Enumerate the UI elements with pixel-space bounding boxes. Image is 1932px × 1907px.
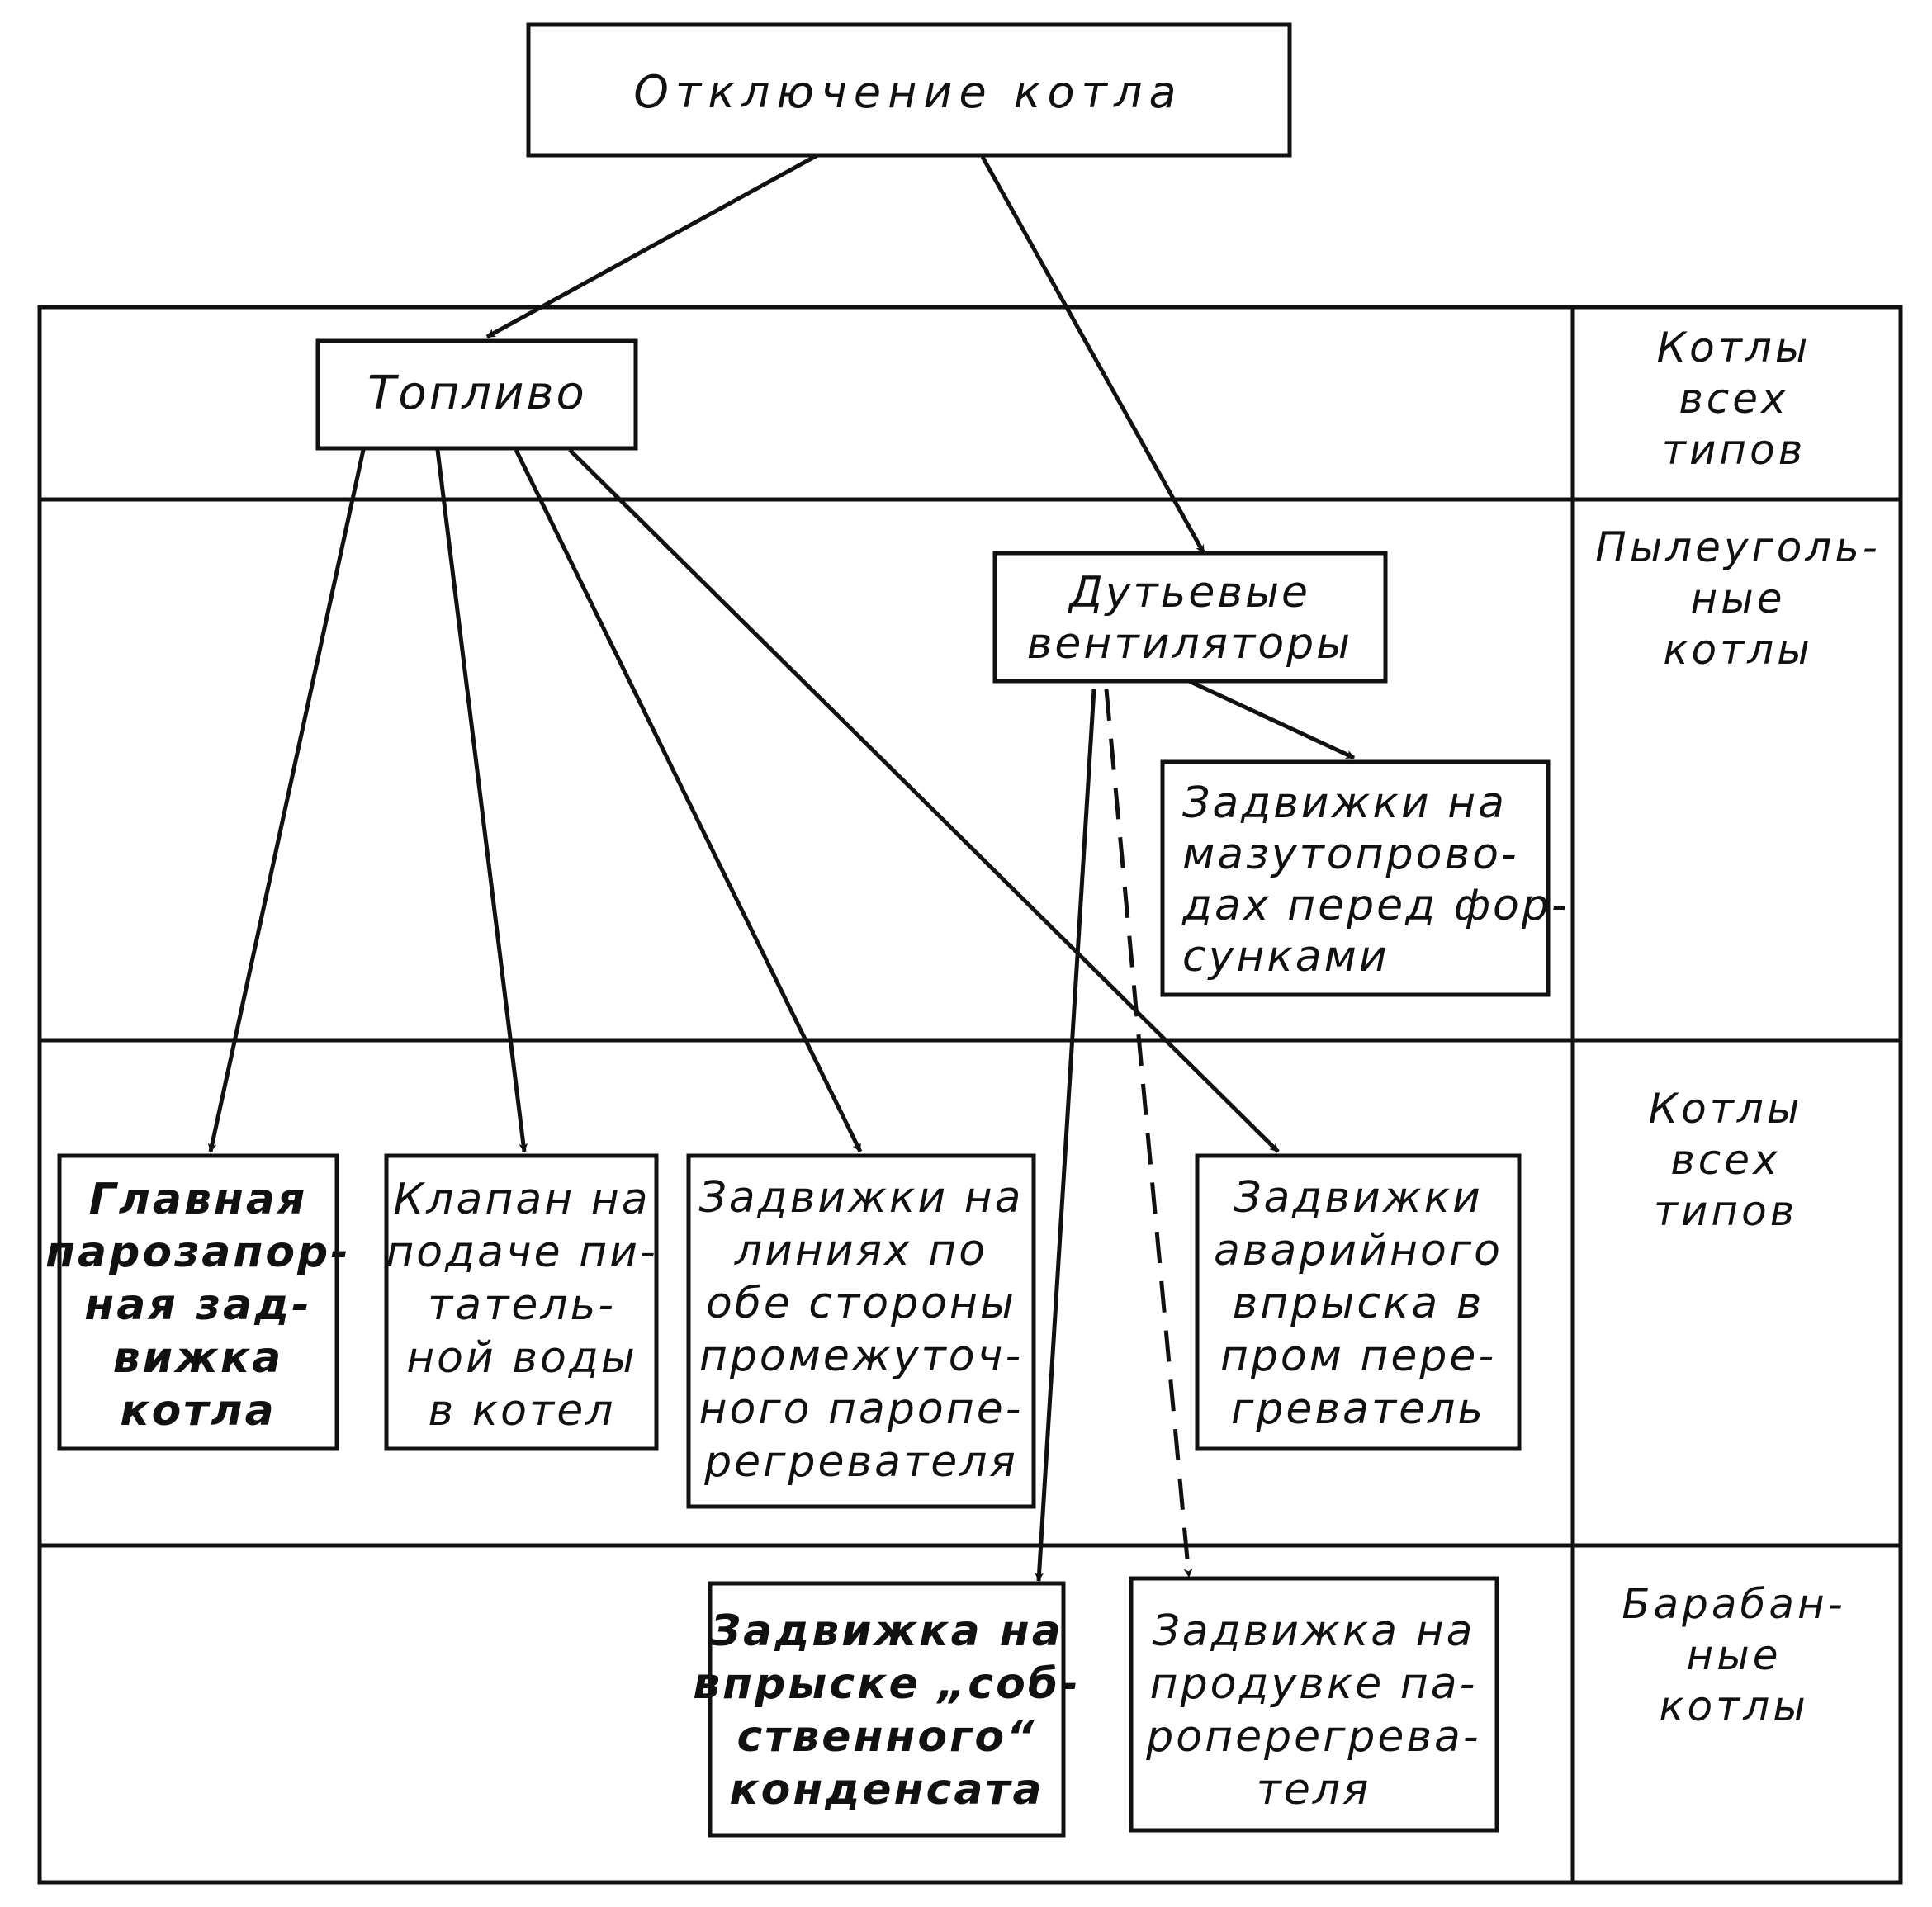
row2-line-3: котлы — [1663, 626, 1812, 674]
main-valve-line-4: вижка — [113, 1333, 283, 1383]
purge-line-3: роперегрева- — [1145, 1712, 1480, 1762]
fuel-line-1: Топливо — [367, 367, 587, 420]
emergency-spray-line-4: пром пере- — [1220, 1332, 1496, 1381]
row1-line-3: типов — [1662, 426, 1806, 474]
reheater-lines-line-4: промежуточ- — [699, 1332, 1023, 1381]
box-feedwater — [384, 1153, 659, 1451]
row3-line-1: Котлы — [1649, 1085, 1803, 1133]
box-root — [526, 22, 1292, 158]
row1-line-1: Котлы — [1657, 324, 1811, 371]
feedwater-line-4: ной воды — [406, 1333, 637, 1383]
feedwater-line-5: в котел — [429, 1386, 616, 1436]
row1-line-2: всех — [1679, 375, 1788, 423]
row3-line-3: типов — [1654, 1187, 1797, 1235]
purge-line-1: Задвижка на — [1152, 1607, 1475, 1656]
emergency-spray-line-5: греватель — [1231, 1384, 1485, 1434]
purge-line-2: продувке па- — [1150, 1659, 1478, 1709]
node-fuel-text: Топливо — [367, 367, 587, 420]
mazut-line-1: Задвижки на — [1182, 778, 1507, 828]
reheater-lines-line-1: Задвижки на — [698, 1173, 1023, 1223]
row4-line-2: ные — [1687, 1631, 1782, 1679]
main-valve-line-5: котла — [120, 1386, 276, 1436]
arrow-fans-to-mazut — [1187, 679, 1356, 760]
condensate-line-3: ственного“ — [736, 1712, 1036, 1762]
reheater-lines-line-6: регревателя — [703, 1437, 1018, 1487]
emergency-spray-line-2: аварийного — [1214, 1226, 1503, 1275]
node-root-text: Отключение котла — [633, 66, 1182, 118]
feedwater-line-3: татель- — [428, 1280, 616, 1330]
box-purge — [1129, 1576, 1499, 1833]
condensate-line-1: Задвижка на — [709, 1607, 1063, 1656]
box-emergency-spray — [1195, 1153, 1522, 1451]
category-grid — [37, 305, 1903, 1885]
row4-line-1: Барабан- — [1622, 1580, 1846, 1628]
arrow-root-to-fuel — [485, 153, 819, 339]
arrow-fuel-to-emergency-spray — [568, 448, 1280, 1153]
box-mazut — [1160, 759, 1551, 997]
fans-line-1: Дутьевые — [1068, 568, 1310, 618]
purge-line-4: теля — [1257, 1765, 1371, 1815]
reheater-lines-line-3: обе стороны — [706, 1279, 1016, 1328]
arrow-fuel-to-feedwater — [435, 449, 528, 1153]
box-fans — [992, 551, 1388, 684]
emergency-spray-line-3: впрыска в — [1233, 1279, 1485, 1328]
reheater-lines-line-5: ного паропе- — [699, 1384, 1024, 1434]
row2-line-2: ные — [1691, 575, 1786, 622]
main-valve-line-2: парозапор- — [45, 1228, 351, 1277]
mazut-line-2: мазутопрово- — [1182, 830, 1519, 879]
box-condensate — [708, 1581, 1066, 1838]
grid-outer-frame — [37, 305, 1903, 1885]
condensate-line-4: конденсата — [729, 1765, 1044, 1815]
main-valve-line-3: ная зад- — [84, 1280, 311, 1330]
emergency-spray-line-1: Задвижки — [1234, 1173, 1483, 1223]
fans-line-2: вентиляторы — [1027, 619, 1352, 669]
row3-line-2: всех — [1670, 1136, 1780, 1184]
feedwater-line-1: Клапан на — [393, 1175, 650, 1224]
box-reheater-lines — [686, 1153, 1036, 1509]
arrow-fans-to-condensate — [1035, 689, 1096, 1583]
row4-line-3: котлы — [1659, 1682, 1808, 1730]
feedwater-line-2: подаче пи- — [386, 1228, 657, 1277]
reheater-lines-line-2: линиях по — [734, 1226, 987, 1275]
arrow-root-to-fans — [980, 155, 1206, 555]
arrow-fuel-to-reheater-lines — [514, 448, 863, 1153]
nodes — [57, 22, 1551, 1838]
main-valve-line-1: Главная — [89, 1175, 308, 1224]
arrow-fuel-to-main-valve — [207, 449, 366, 1153]
box-fuel — [315, 338, 638, 451]
condensate-line-2: впрыске „соб- — [693, 1659, 1081, 1709]
row2-line-1: Пылеуголь- — [1595, 523, 1881, 571]
root-line-1: Отключение котла — [633, 66, 1182, 118]
mazut-line-4: сунками — [1182, 932, 1390, 982]
mazut-line-3: дах перед фор- — [1181, 881, 1570, 930]
connectors — [207, 153, 1356, 1583]
box-main-valve — [57, 1153, 339, 1451]
